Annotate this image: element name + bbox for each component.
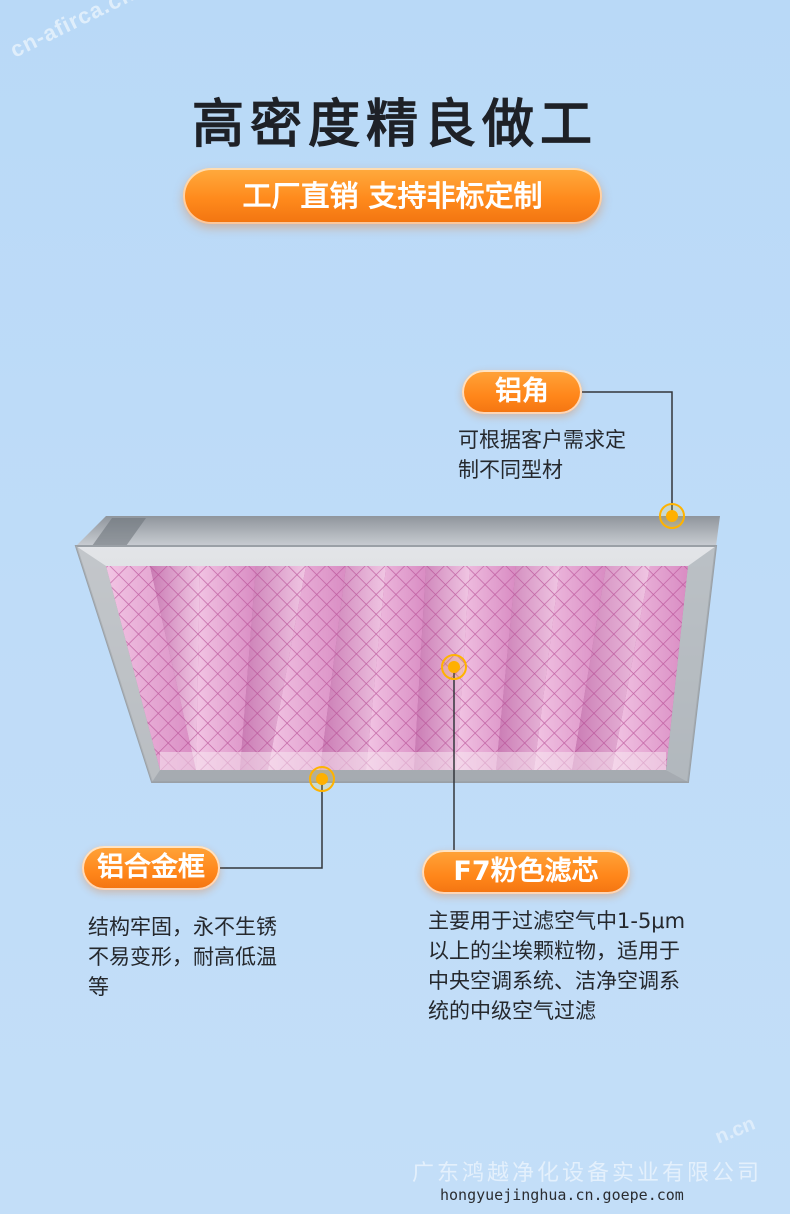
hotspot-dot-icon[interactable] — [309, 766, 335, 792]
corner-leader-line — [582, 391, 673, 518]
subtitle-banner: 工厂直销 支持非标定制 — [183, 168, 602, 224]
page-title: 高密度精良做工 — [191, 95, 598, 155]
hotspot-dot-icon[interactable] — [441, 654, 467, 680]
core-label: F7粉色滤芯 — [422, 850, 630, 894]
hotspot-dot-icon[interactable] — [659, 503, 685, 529]
filter-pleats — [106, 566, 688, 770]
footer-url: hongyuejinghua.cn.goepe.com — [440, 1186, 684, 1204]
frame-top-edge — [76, 516, 720, 546]
frame-label: 铝合金框 — [82, 846, 220, 890]
frame-description: 结构牢固，永不生锈 不易变形，耐高低温 等 — [88, 915, 277, 999]
corner-label: 铝角 — [462, 370, 582, 414]
corner-description: 可根据客户需求定 制不同型材 — [458, 428, 626, 482]
core-description: 主要用于过滤空气中1-5μm 以上的尘埃颗粒物，适用于 中央空调系统、洁净空调系… — [428, 909, 686, 1023]
frame-leader-line — [220, 780, 323, 869]
footer-company-watermark: 广东鸿越净化设备实业有限公司 — [412, 1161, 763, 1186]
